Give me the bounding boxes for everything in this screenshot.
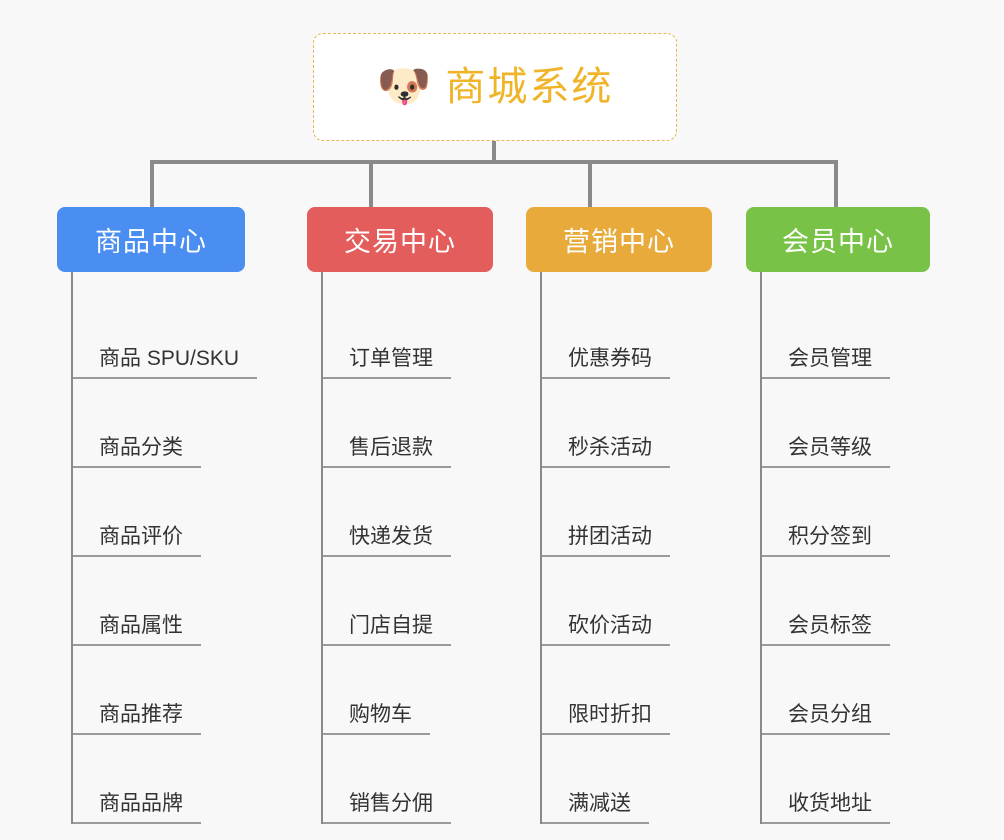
connector-root-vertical <box>492 141 496 163</box>
sub-item[interactable]: 秒杀活动 <box>542 379 712 468</box>
branch-header-product-center[interactable]: 商品中心 <box>57 207 245 272</box>
sub-item[interactable]: 门店自提 <box>323 557 493 646</box>
sub-item-list-member-center: 会员管理 会员等级 积分签到 会员标签 会员分组 收货地址 <box>760 272 930 824</box>
sub-item-label: 秒杀活动 <box>542 435 670 468</box>
sub-item-list-marketing-center: 优惠券码 秒杀活动 拼团活动 砍价活动 限时折扣 满减送 <box>540 272 712 824</box>
sub-item-label: 商品 SPU/SKU <box>73 346 258 379</box>
sub-item-label: 商品属性 <box>73 613 201 646</box>
sub-item-label: 商品分类 <box>73 435 201 468</box>
branch-header-label: 商品中心 <box>95 227 207 257</box>
sub-item[interactable]: 优惠券码 <box>542 290 712 379</box>
sub-item[interactable]: 满减送 <box>542 735 712 824</box>
sub-item-label: 商品评价 <box>73 524 201 557</box>
branch-header-member-center[interactable]: 会员中心 <box>746 207 930 272</box>
sub-item[interactable]: 会员管理 <box>762 290 930 379</box>
connector-branch-3 <box>588 160 592 208</box>
branch-header-label: 营销中心 <box>563 227 675 257</box>
sub-item[interactable]: 购物车 <box>323 646 493 735</box>
sub-item[interactable]: 砍价活动 <box>542 557 712 646</box>
root-title: 商城系统 <box>445 65 614 109</box>
sub-item[interactable]: 商品推荐 <box>73 646 257 735</box>
sub-item-label: 购物车 <box>323 702 430 735</box>
sub-item-label: 限时折扣 <box>542 702 670 735</box>
sub-item-label: 销售分佣 <box>323 791 451 824</box>
sub-item-label: 优惠券码 <box>542 346 670 379</box>
sub-item[interactable]: 商品品牌 <box>73 735 257 824</box>
connector-branch-2 <box>369 160 373 208</box>
sub-item[interactable]: 会员标签 <box>762 557 930 646</box>
branch-header-trade-center[interactable]: 交易中心 <box>307 207 493 272</box>
sub-item-label: 快递发货 <box>323 524 451 557</box>
sub-item-label: 收货地址 <box>762 791 890 824</box>
sub-item[interactable]: 拼团活动 <box>542 468 712 557</box>
sub-item[interactable]: 快递发货 <box>323 468 493 557</box>
connector-horizontal-bus <box>150 160 837 164</box>
sub-item[interactable]: 限时折扣 <box>542 646 712 735</box>
branch-header-label: 交易中心 <box>344 227 456 257</box>
sub-item-label: 商品品牌 <box>73 791 201 824</box>
branch-column-trade-center: 交易中心 订单管理 售后退款 快递发货 门店自提 购物车 销售分佣 <box>307 207 493 824</box>
dog-face-icon: 🐶 <box>376 62 432 111</box>
sub-item-label: 会员等级 <box>762 435 890 468</box>
sub-item-label: 会员管理 <box>762 346 890 379</box>
sub-item-label: 砍价活动 <box>542 613 670 646</box>
sub-item-label: 积分签到 <box>762 524 890 557</box>
sub-item-label: 会员标签 <box>762 613 890 646</box>
sub-item-label: 会员分组 <box>762 702 890 735</box>
branch-column-member-center: 会员中心 会员管理 会员等级 积分签到 会员标签 会员分组 收货地址 <box>746 207 930 824</box>
branch-header-marketing-center[interactable]: 营销中心 <box>526 207 712 272</box>
sub-item[interactable]: 商品分类 <box>73 379 257 468</box>
sub-item[interactable]: 会员等级 <box>762 379 930 468</box>
sub-item[interactable]: 销售分佣 <box>323 735 493 824</box>
sub-item[interactable]: 售后退款 <box>323 379 493 468</box>
sub-item[interactable]: 订单管理 <box>323 290 493 379</box>
sub-item-label: 售后退款 <box>323 435 451 468</box>
branch-header-label: 会员中心 <box>782 227 894 257</box>
branch-column-product-center: 商品中心 商品 SPU/SKU 商品分类 商品评价 商品属性 商品推荐 商品品牌 <box>57 207 258 824</box>
sub-item[interactable]: 商品 SPU/SKU <box>73 290 258 379</box>
sub-item[interactable]: 会员分组 <box>762 646 930 735</box>
sub-item-list-trade-center: 订单管理 售后退款 快递发货 门店自提 购物车 销售分佣 <box>321 272 493 824</box>
sub-item[interactable]: 商品属性 <box>73 557 257 646</box>
sub-item[interactable]: 收货地址 <box>762 735 930 824</box>
sub-item-label: 商品推荐 <box>73 702 201 735</box>
sub-item-label: 订单管理 <box>323 346 451 379</box>
sub-item-list-product-center: 商品 SPU/SKU 商品分类 商品评价 商品属性 商品推荐 商品品牌 <box>71 272 258 824</box>
root-node[interactable]: 🐶 商城系统 <box>313 33 677 141</box>
sub-item-label: 拼团活动 <box>542 524 670 557</box>
branch-column-marketing-center: 营销中心 优惠券码 秒杀活动 拼团活动 砍价活动 限时折扣 满减送 <box>526 207 712 824</box>
sub-item-label: 门店自提 <box>323 613 451 646</box>
sub-item[interactable]: 商品评价 <box>73 468 257 557</box>
connector-branch-1 <box>150 160 154 208</box>
connector-branch-4 <box>834 160 838 208</box>
sub-item[interactable]: 积分签到 <box>762 468 930 557</box>
sub-item-label: 满减送 <box>542 791 649 824</box>
